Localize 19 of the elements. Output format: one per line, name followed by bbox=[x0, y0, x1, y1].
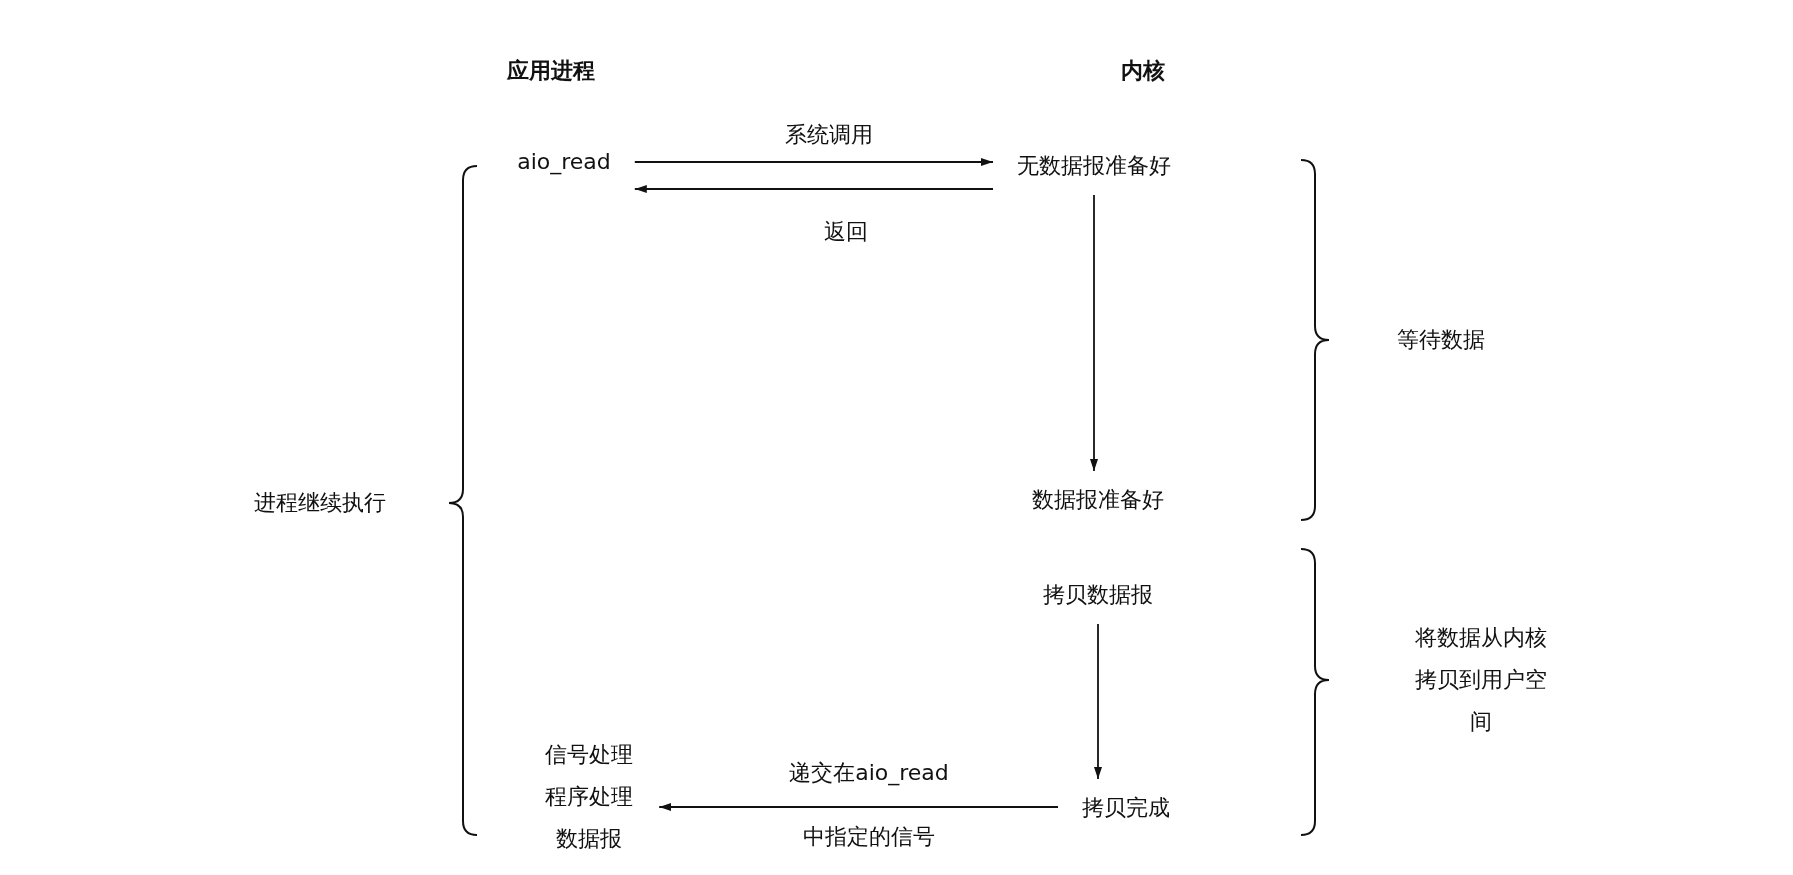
arrow bbox=[1090, 194, 1098, 472]
column-heading: 应用进程 bbox=[507, 57, 595, 85]
arrow bbox=[633, 158, 994, 166]
arrow bbox=[658, 803, 1059, 811]
edge-label: 系统调用 bbox=[785, 121, 873, 149]
step-text: 无数据报准备好 bbox=[1017, 145, 1171, 187]
arrow bbox=[1094, 623, 1102, 780]
arrow bbox=[633, 185, 994, 193]
column-heading: 内核 bbox=[1121, 57, 1165, 85]
step-text: 拷贝完成 bbox=[1082, 787, 1170, 829]
edge-label: 递交在aio_read中指定的信号 bbox=[788, 759, 950, 851]
step-text: 信号处理程序处理数据报 bbox=[542, 734, 636, 860]
step-text: aio_read bbox=[517, 141, 611, 183]
annotation-text: 等待数据 bbox=[1397, 326, 1485, 354]
annotation-text: 将数据从内核拷贝到用户空间 bbox=[1414, 624, 1548, 736]
step-text: 数据报准备好 bbox=[1032, 479, 1164, 521]
step-text: 拷贝数据报 bbox=[1043, 574, 1153, 616]
edge-label: 返回 bbox=[824, 218, 868, 246]
annotation-text: 进程继续执行 bbox=[254, 489, 386, 517]
